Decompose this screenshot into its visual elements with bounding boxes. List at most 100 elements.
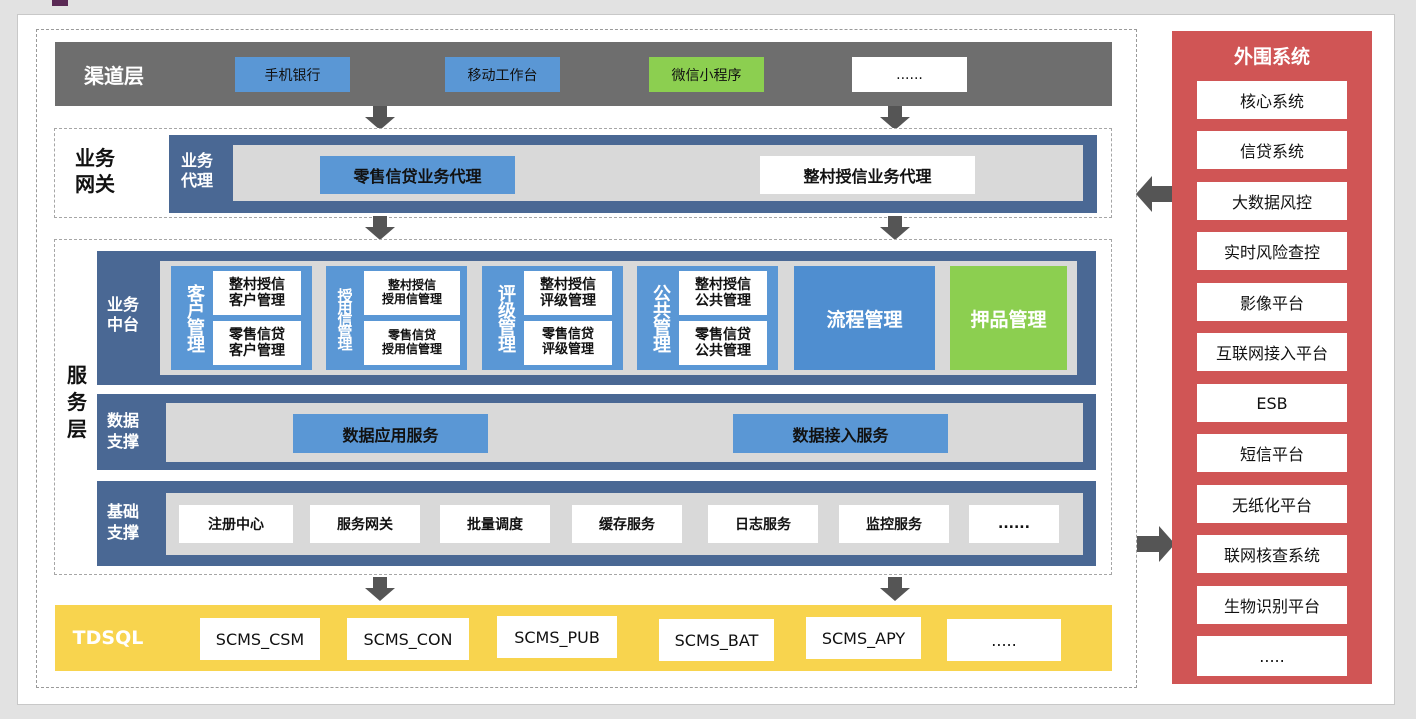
down-arrow-icon bbox=[365, 216, 395, 240]
db-more: ..... bbox=[947, 619, 1061, 661]
tdsql-title: TDSQL bbox=[72, 627, 144, 649]
ext-sms-platform: 短信平台 bbox=[1197, 434, 1347, 472]
card-line: 授用信管理 bbox=[381, 292, 442, 306]
base-support-label-line1: 基础 bbox=[107, 502, 140, 521]
retail-credit-agent: 零售信贷业务代理 bbox=[320, 156, 515, 194]
ext-paperless-platform: 无纸化平台 bbox=[1197, 485, 1347, 523]
village-rating-management-card: 整村授信 评级管理 bbox=[524, 271, 612, 315]
base-support-bar: 基础 支撑 注册中心 服务网关 批量调度 缓存服务 日志服务 监控服务 ....… bbox=[97, 481, 1096, 566]
card-line: 评级管理 bbox=[541, 342, 594, 357]
down-arrow-icon bbox=[880, 216, 910, 240]
ext-big-data-risk: 大数据风控 bbox=[1197, 182, 1347, 220]
ext-realtime-risk: 实时风险查控 bbox=[1197, 232, 1347, 270]
card-line: 整村授信 bbox=[695, 276, 751, 293]
card-line: 客户管理 bbox=[229, 343, 285, 359]
rating-management-label: 评级管理 bbox=[495, 284, 516, 352]
card-line: 公共管理 bbox=[695, 343, 751, 359]
channel-layer: 渠道层 手机银行 移动工作台 微信小程序 ...... bbox=[55, 42, 1112, 106]
data-support-panel: 数据应用服务 数据接入服务 bbox=[166, 403, 1083, 462]
ext-image-platform: 影像平台 bbox=[1197, 283, 1347, 321]
business-agent-label-line1: 业务 bbox=[181, 151, 214, 170]
business-middle-platform: 业务 中台 客户管理 整村授信 客户管理 零售信贷 客户管理 授用信管理 整村授… bbox=[97, 251, 1096, 385]
business-middle-label-line2: 中台 bbox=[107, 315, 140, 334]
card-line: 整村授信 bbox=[540, 276, 596, 293]
down-arrow-icon bbox=[880, 106, 910, 130]
registry-center: 注册中心 bbox=[179, 505, 293, 543]
village-credit-management-card: 整村授信 授用信管理 bbox=[364, 271, 460, 315]
log-service: 日志服务 bbox=[708, 505, 818, 543]
db-scms-bat: SCMS_BAT bbox=[659, 619, 774, 661]
ext-core-system: 核心系统 bbox=[1197, 81, 1347, 119]
ext-id-verification: 联网核查系统 bbox=[1197, 535, 1347, 573]
data-support-label-line1: 数据 bbox=[107, 411, 140, 430]
base-support-panel: 注册中心 服务网关 批量调度 缓存服务 日志服务 监控服务 ...... bbox=[166, 493, 1083, 555]
data-support-bar: 数据 支撑 数据应用服务 数据接入服务 bbox=[97, 394, 1096, 470]
service-title-char: 务 bbox=[67, 390, 87, 414]
ext-biometric-platform: 生物识别平台 bbox=[1197, 586, 1347, 624]
data-support-label: 数据 支撑 bbox=[107, 410, 157, 452]
service-layer-title: 服 务 层 bbox=[62, 362, 92, 443]
batch-scheduling: 批量调度 bbox=[440, 505, 550, 543]
card-line: 整村授信 bbox=[387, 278, 436, 293]
business-agent-label-line2: 代理 bbox=[181, 171, 214, 190]
base-support-label: 基础 支撑 bbox=[107, 501, 157, 543]
channel-item-mobile-banking: 手机银行 bbox=[235, 57, 350, 92]
right-arrow-icon bbox=[1137, 526, 1175, 562]
db-scms-con: SCMS_CON bbox=[347, 618, 469, 660]
service-title-char: 层 bbox=[67, 417, 87, 441]
data-access-service: 数据接入服务 bbox=[733, 414, 948, 453]
ext-esb: ESB bbox=[1197, 384, 1347, 422]
public-management-module: 公共管理 整村授信 公共管理 零售信贷 公共管理 bbox=[637, 266, 778, 370]
down-arrow-icon bbox=[365, 577, 395, 601]
customer-management-module: 客户管理 整村授信 客户管理 零售信贷 客户管理 bbox=[171, 266, 312, 370]
business-middle-label: 业务 中台 bbox=[107, 295, 157, 335]
down-arrow-icon bbox=[880, 577, 910, 601]
service-gateway: 服务网关 bbox=[310, 505, 420, 543]
db-scms-pub: SCMS_PUB bbox=[497, 616, 617, 658]
card-line: 公共管理 bbox=[695, 293, 751, 309]
gateway-title-line1: 业务 bbox=[75, 146, 115, 170]
business-middle-panel: 客户管理 整村授信 客户管理 零售信贷 客户管理 授用信管理 整村授信 授用信管… bbox=[160, 261, 1077, 375]
ext-more: ..... bbox=[1197, 636, 1347, 676]
card-line: 零售信贷 bbox=[695, 326, 751, 343]
cache-service: 缓存服务 bbox=[572, 505, 682, 543]
pledge-management: 押品管理 bbox=[950, 266, 1067, 370]
channel-item-mobile-workbench: 移动工作台 bbox=[445, 57, 560, 92]
rating-management-module: 评级管理 整村授信 评级管理 零售信贷 评级管理 bbox=[482, 266, 623, 370]
base-more: ...... bbox=[969, 505, 1059, 543]
business-agent-panel: 零售信贷业务代理 整村授信业务代理 bbox=[233, 145, 1083, 201]
card-line: 整村授信 bbox=[229, 276, 285, 293]
card-line: 零售信贷 bbox=[229, 326, 285, 343]
village-credit-agent: 整村授信业务代理 bbox=[760, 156, 975, 194]
customer-management-label: 客户管理 bbox=[184, 284, 205, 352]
db-scms-apy: SCMS_APY bbox=[806, 617, 921, 659]
monitor-service: 监控服务 bbox=[839, 505, 949, 543]
channel-layer-title: 渠道层 bbox=[84, 63, 144, 88]
channel-item-wechat-mini-program: 微信小程序 bbox=[649, 57, 764, 92]
external-systems-title: 外围系统 bbox=[1233, 45, 1310, 68]
flow-management: 流程管理 bbox=[794, 266, 935, 370]
channel-item-more: ...... bbox=[852, 57, 967, 92]
corner-accent bbox=[52, 0, 68, 6]
gateway-layer: 业务 网关 业务 代理 零售信贷业务代理 整村授信业务代理 bbox=[54, 128, 1112, 218]
card-line: 客户管理 bbox=[229, 293, 285, 309]
down-arrow-icon bbox=[365, 106, 395, 130]
left-arrow-icon bbox=[1136, 176, 1174, 212]
data-support-label-line2: 支撑 bbox=[107, 432, 140, 451]
gateway-title-line2: 网关 bbox=[75, 172, 115, 196]
card-line: 评级管理 bbox=[540, 293, 596, 309]
retail-customer-management-card: 零售信贷 客户管理 bbox=[213, 321, 301, 365]
tdsql-layer: TDSQL SCMS_CSM SCMS_CON SCMS_PUB SCMS_BA… bbox=[55, 605, 1112, 671]
credit-management-module: 授用信管理 整村授信 授用信管理 零售信贷 授用信管理 bbox=[326, 266, 467, 370]
ext-internet-access: 互联网接入平台 bbox=[1197, 333, 1347, 371]
db-scms-csm: SCMS_CSM bbox=[200, 618, 320, 660]
business-agent-label: 业务 代理 bbox=[181, 151, 231, 191]
service-title-char: 服 bbox=[67, 363, 87, 387]
retail-credit-management-card: 零售信贷 授用信管理 bbox=[364, 321, 460, 365]
business-agent-bar: 业务 代理 零售信贷业务代理 整村授信业务代理 bbox=[169, 135, 1097, 213]
base-support-label-line2: 支撑 bbox=[107, 523, 140, 542]
business-middle-label-line1: 业务 bbox=[107, 295, 140, 314]
village-customer-management-card: 整村授信 客户管理 bbox=[213, 271, 301, 315]
retail-public-management-card: 零售信贷 公共管理 bbox=[679, 321, 767, 365]
credit-management-label: 授用信管理 bbox=[335, 288, 354, 348]
